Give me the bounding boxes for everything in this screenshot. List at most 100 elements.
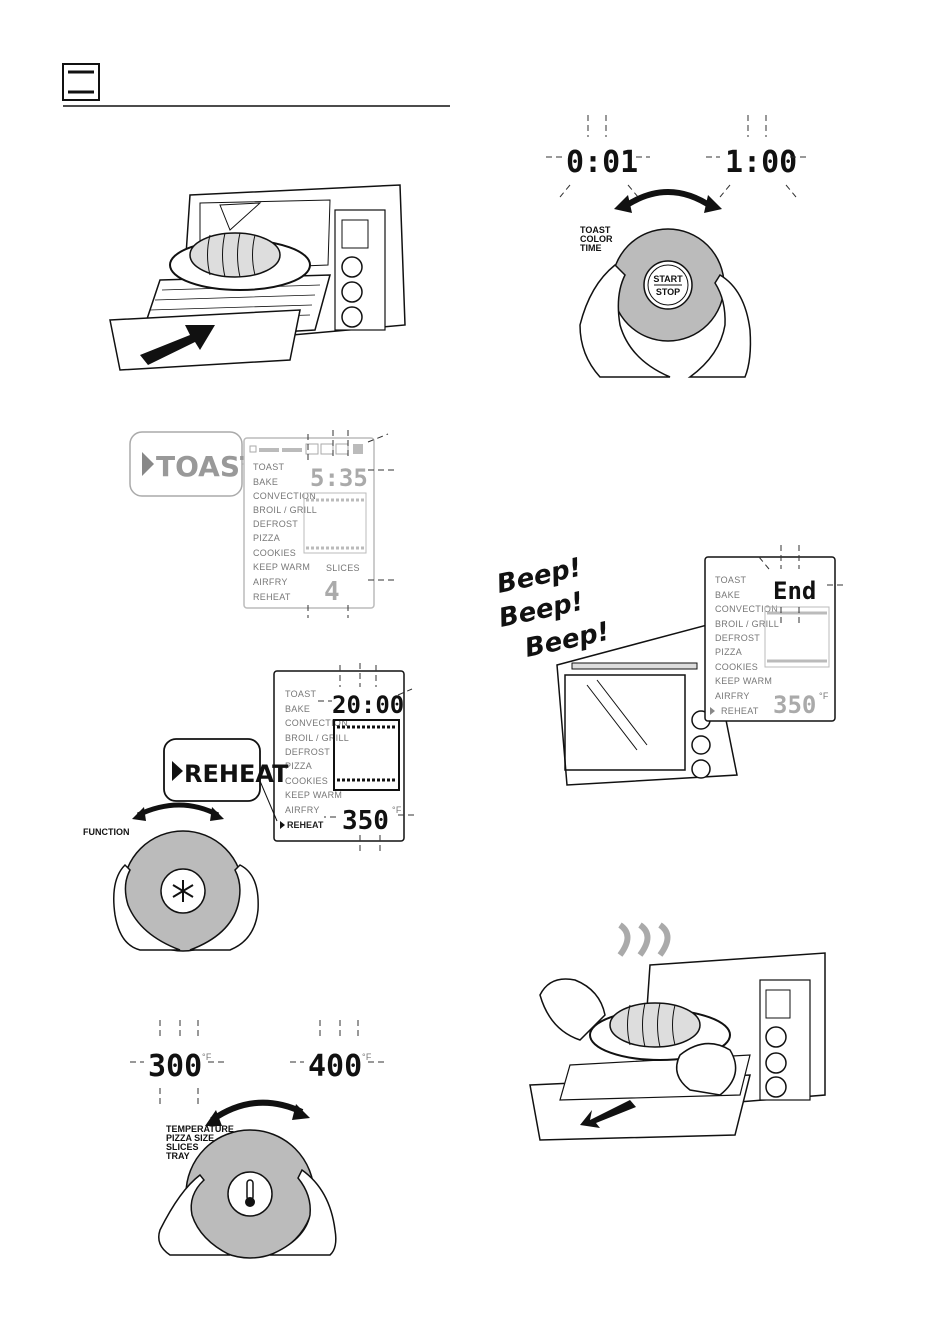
function-dial-label: FUNCTION [83,827,130,837]
toast-callout-text: TOAST [156,450,259,483]
slices-value: 4 [324,577,340,607]
function-defrost: DEFROST [285,747,330,757]
function-cookies: COOKIES [253,548,296,558]
oven-mitt-right [675,1042,737,1096]
function-cookies: COOKIES [715,662,758,672]
label-slices: SLICES [166,1142,199,1152]
function-reheat-selected: REHEAT [287,820,324,830]
function-convection: CONVECTION [285,718,348,728]
function-airfry: AIRFRY [715,691,749,701]
oven-insert-illustration [109,184,406,371]
function-convection: CONVECTION [715,604,778,614]
oven-remove-illustration [529,922,826,1141]
end-temp: 350 [773,691,816,719]
function-toast: TOAST [253,462,285,472]
rotate-arrow-icon [136,802,220,818]
play-icon [172,761,183,781]
function-broil: BROIL / GRILL [715,619,779,629]
thermometer-icon [245,1179,255,1207]
right-hand [687,273,752,378]
label-pizza-size: PIZZA SIZE [166,1133,214,1143]
steam-icon [617,922,671,957]
function-bake: BAKE [715,590,740,600]
function-cookies: COOKIES [285,776,328,786]
left-hand [113,863,181,951]
label-temperature: TEMPERATURE [166,1124,234,1134]
label-color: COLOR [580,234,613,244]
function-toast: TOAST [715,575,747,585]
roast-icon [609,1002,701,1048]
oven-knob-icon [765,1076,787,1098]
temperature-dial-illustration: 300 °F 400 °F TEMPERATURE PIZZA SIZE SLI… [130,1020,384,1259]
start-label: START [653,274,683,284]
function-keep-warm: KEEP WARM [253,562,310,572]
snowflake-icon [172,880,194,902]
slices-label: SLICES [326,563,360,573]
reheat-temp: 350 [342,806,389,836]
function-defrost: DEFROST [715,633,760,643]
function-broil: BROIL / GRILL [285,733,349,743]
oven-knob-icon [765,1026,787,1048]
lcd-panel [273,670,405,842]
function-pizza: PIZZA [285,761,312,771]
end-status: End [773,577,816,605]
remove-arrow-icon [580,1100,636,1128]
oven-knob-icon [341,306,363,328]
function-broil: BROIL / GRILL [253,505,317,515]
left-hand [158,1173,231,1256]
reheat-callout-text: REHEAT [184,760,289,788]
play-icon [142,452,154,476]
label-toast: TOAST [580,225,611,235]
function-bake: BAKE [253,477,278,487]
stop-label: STOP [656,287,680,297]
lcd-panel [243,437,375,609]
function-list: TOAST BAKE CONVECTION BROIL / GRILL DEFR… [253,462,320,602]
lcd-panel [704,556,836,722]
time-low: 0:01 [566,145,638,180]
function-defrost: DEFROST [253,519,298,529]
oven-knob-icon [341,281,363,303]
roast-icon [189,232,281,278]
function-keep-warm: KEEP WARM [715,676,772,686]
toast-panel-illustration: TOAST TOAST BAKE CONVECTION BROIL / GRIL… [129,430,394,618]
oven-mitt-left [539,978,606,1041]
end-unit: °F [819,691,829,701]
temp-high: 400 [308,1049,362,1084]
function-pizza: PIZZA [253,533,280,543]
section-icon [62,63,100,101]
section-header [62,63,450,107]
function-pizza: PIZZA [715,647,742,657]
time-dial-labels: TOAST COLOR TIME [580,225,615,253]
oven-knob-icon [341,256,363,278]
function-reheat: REHEAT [253,592,291,602]
function-convection: CONVECTION [253,491,316,501]
rotate-arrow-icon [210,1099,304,1123]
left-hand [579,263,671,378]
function-toast: TOAST [285,689,317,699]
function-keep-warm: KEEP WARM [285,790,342,800]
label-time: TIME [580,243,602,253]
right-hand [189,864,259,951]
temp-low: 300 [148,1049,202,1084]
insert-arrow-icon [140,325,215,365]
reheat-unit: °F [392,805,402,815]
right-hand [269,1168,337,1256]
function-airfry: AIRFRY [285,805,320,815]
oven-knob-icon [691,735,711,755]
oven-knob-icon [691,759,711,779]
end-beep-illustration: Beep! Beep! Beep! TOAST BAKE CONVECTION … [494,545,847,786]
reheat-callout [163,738,261,802]
function-list: TOAST BAKE CONVECTION BROIL / GRILL DEFR… [285,689,352,815]
function-reheat: REHEAT [721,706,759,716]
function-airfry: AIRFRY [253,577,287,587]
time-dial-illustration: 0:01 1:00 TOAST COLOR TIME START STOP [546,115,806,378]
function-bake: BAKE [285,704,310,714]
rotate-arrow-icon [622,189,714,210]
temp-dial-labels: TEMPERATURE PIZZA SIZE SLICES TRAY [166,1124,236,1161]
temp-low-unit: °F [202,1052,212,1062]
reheat-panel-illustration: TOAST BAKE CONVECTION BROIL / GRILL DEFR… [83,663,418,952]
oven-knob-icon [765,1052,787,1074]
temp-high-unit: °F [362,1052,372,1062]
function-list: TOAST BAKE CONVECTION BROIL / GRILL DEFR… [715,575,782,716]
time-high: 1:00 [725,145,797,180]
